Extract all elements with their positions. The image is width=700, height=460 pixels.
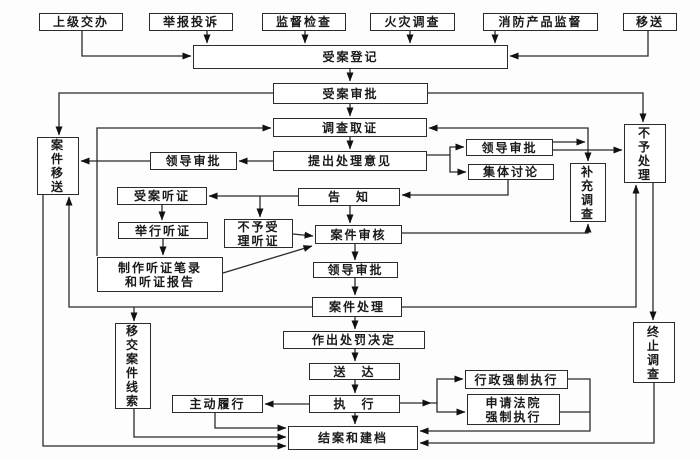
node-zuochu-chufa-jueding: 作出处罚决定: [283, 331, 425, 349]
node-shouan-tingzheng: 受案听证: [117, 187, 207, 205]
edge-bilu-to-quzheng: [96, 124, 272, 256]
node-xingzheng-qiangzhi-zhixing: 行政强制执行: [465, 370, 568, 389]
node-diaocha-quzheng: 调查取证: [273, 118, 427, 137]
node-tichu-chuli-yijian: 提出处理意见: [273, 151, 427, 171]
edge-yijian-to-lingdao-right: [427, 143, 465, 156]
node-shangji-jiaoban: 上级交办: [39, 13, 123, 31]
edge-junction-to-quzheng: [428, 124, 589, 142]
edge-yisong-to-jiean: [42, 195, 287, 450]
edge-xingzheng-to-jiean: [419, 378, 591, 435]
node-songda: 送 达: [309, 363, 400, 380]
node-zhixing: 执 行: [309, 395, 400, 413]
edge-junction2-to-shenqing: [436, 403, 466, 416]
node-jubao-tousu: 举报投诉: [149, 13, 233, 31]
node-jiean-he-jiandang: 结案和建档: [288, 426, 418, 450]
edge-shenhe-to-buchong: [402, 223, 592, 234]
node-shouan-dengji: 受案登记: [193, 45, 508, 69]
edge-chuli-to-buyuchuli: [402, 184, 640, 308]
node-yijiao-anjian-xiansuo: 移 交 案 件 线 索: [115, 323, 151, 409]
edge-zhudong-to-jiean: [214, 413, 287, 432]
edge-buyushouli-to-shenhe: [292, 231, 314, 239]
edge-bilu-to-shenhe: [222, 245, 313, 274]
node-shouan-shenpi: 受案审批: [273, 83, 428, 104]
edge-chuli-to-yisong: [65, 196, 312, 308]
node-buyu-chuli: 不 予 处 理: [624, 124, 666, 183]
node-zhizuo-tingzheng-bilu: 制作听证笔录 和听证报告: [97, 257, 223, 292]
node-juxing-tingzheng: 举行听证: [118, 222, 208, 239]
node-shenqing-fayuan-qiangzhi-zhixing: 申请法院 强制执行: [467, 394, 560, 425]
edge-yijian-to-jiti: [449, 155, 467, 176]
node-xiaofang-chanpin-jiandu: 消防产品监督: [483, 13, 598, 31]
node-jiandu-jiancha: 监督检查: [262, 13, 346, 31]
edge-shenpi-to-yisong: [55, 92, 273, 136]
node-anjian-yisong: 案 件 移 送: [37, 137, 79, 195]
node-yisong: 移送: [623, 13, 677, 31]
node-zhudong-lvxing: 主动履行: [172, 395, 263, 413]
node-zhongzhi-diaocha: 终 止 调 查: [633, 322, 675, 383]
node-gaozhi: 告 知: [298, 188, 400, 206]
edge-zhongzhi-to-jiean: [419, 383, 655, 447]
node-jiti-taolun: 集体讨论: [468, 164, 554, 180]
node-huozai-diaocha: 火灾调查: [370, 13, 455, 31]
node-anjian-chuli: 案件处理: [312, 297, 402, 317]
node-lingdao-shenpi-bottom: 领导审批: [313, 262, 398, 278]
edge-shenpi-to-buyuchuli: [428, 92, 647, 123]
edge-yisong-to-dengji: [509, 31, 649, 60]
edge-shangji-to-dengji: [81, 31, 192, 60]
node-anjian-shenhe: 案件审核: [315, 225, 402, 244]
edge-yijiao-to-jiean: [133, 409, 287, 441]
node-buyu-shouli-tingzheng: 不予受 理听证: [224, 219, 293, 248]
node-buchong-diaocha: 补 充 调 查: [570, 163, 606, 222]
node-lingdao-shenpi-right: 领导审批: [466, 139, 553, 156]
node-lingdao-shenpi-left: 领导审批: [150, 152, 237, 170]
edge-jiti-to-gaozhi: [401, 180, 509, 199]
edge-junction2-to-xingzheng: [431, 375, 464, 404]
